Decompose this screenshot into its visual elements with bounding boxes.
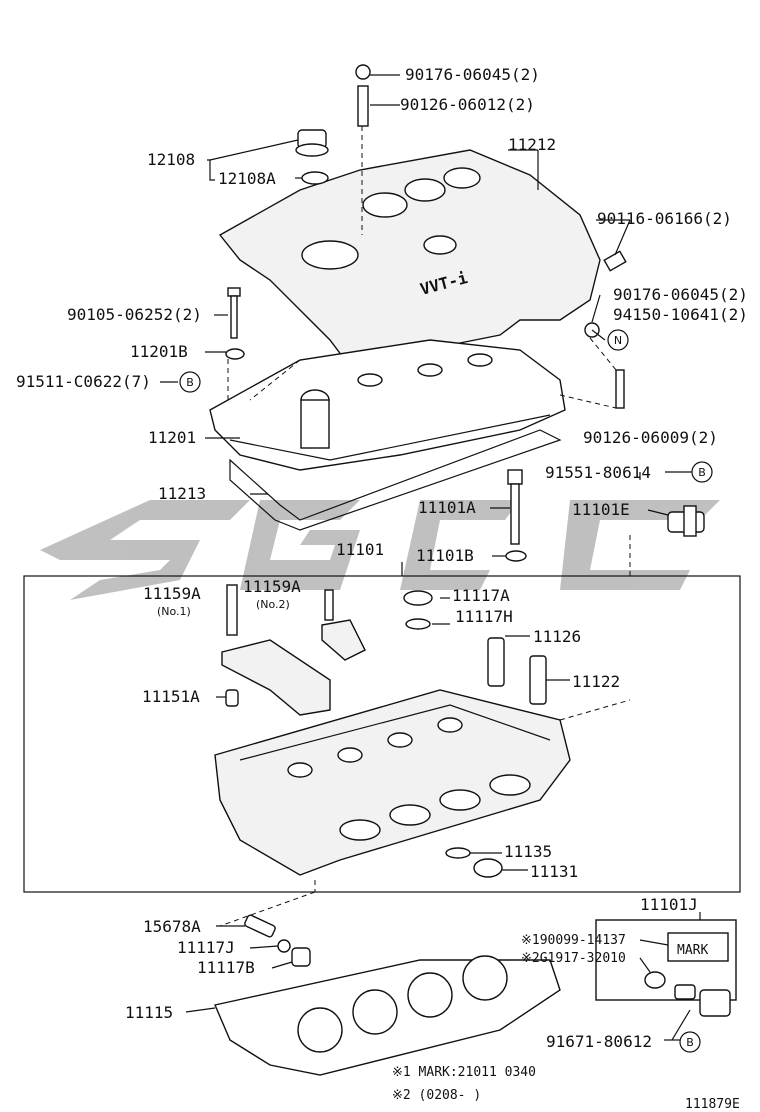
top-nut-and-stud (355, 64, 400, 127)
label-11135: 11135 (504, 842, 552, 861)
marker-B-1: B (179, 371, 201, 393)
label-91511: 91511-C0622(7) (16, 372, 151, 391)
footnote-2: ※2 (0208- ) (392, 1088, 481, 1103)
plug-11117A (403, 590, 433, 630)
label-90176-top: 90176-06045(2) (405, 65, 540, 84)
head-cover-gasket (229, 429, 562, 531)
label-11101: 11101 (336, 540, 384, 559)
right-stud-and-nut (584, 250, 627, 409)
label-90105: 90105-06252(2) (67, 305, 202, 324)
marker-N: N (607, 329, 629, 351)
label-90126-top: 90126-06012(2) (400, 95, 535, 114)
sensor-11101J (595, 919, 737, 1017)
label-11212: 11212 (508, 135, 556, 154)
label-no2: (No.2) (256, 598, 290, 611)
label-11101E: 11101E (572, 500, 630, 519)
label-11151A: 11151A (142, 687, 200, 706)
dashed-guide-lines (219, 126, 631, 927)
sensor-11101E (667, 505, 705, 537)
cylinder-head-sub-assembly-box (23, 575, 741, 893)
label-90176-right: 90176-06045(2) (613, 285, 748, 304)
oil-filler-cap (295, 129, 329, 185)
svg-text:N: N (614, 334, 622, 347)
label-11159A-no1: 11159A (143, 584, 201, 603)
label-11101B: 11101B (416, 546, 474, 565)
cylinder-head-cover-11212: VVT-i (218, 149, 601, 366)
cylinder-head-11101 (214, 689, 571, 876)
label-note1-part: ※190099-14137 (521, 933, 626, 948)
seal-11135 (445, 847, 471, 859)
watermark-logo (40, 500, 720, 600)
diagram-id: 111879E (685, 1097, 740, 1112)
leader-lines (160, 139, 701, 1041)
label-11101J: 11101J (640, 895, 698, 914)
label-90116: 90116-06166(2) (597, 209, 732, 228)
label-11117B: 11117B (197, 958, 255, 977)
label-11115: 11115 (125, 1003, 173, 1022)
cylinder-head-cover-11201 (209, 339, 566, 471)
label-note2-part: ※2G1917-32010 (521, 951, 626, 966)
label-11117A: 11117A (452, 586, 510, 605)
label-11117J: 11117J (177, 938, 235, 957)
cover-bolt-90105 (225, 287, 245, 360)
svg-text:B: B (686, 1036, 694, 1049)
bolt-15678A (244, 914, 311, 967)
label-15678A: 15678A (143, 917, 201, 936)
label-11213: 11213 (158, 484, 206, 503)
camshaft-bearing-caps (221, 584, 366, 716)
label-11126: 11126 (533, 627, 581, 646)
label-94150: 94150-10641(2) (613, 305, 748, 324)
svg-text:B: B (698, 466, 706, 479)
mark-box-label: MARK (677, 943, 708, 958)
label-12108: 12108 (147, 150, 195, 169)
label-11201: 11201 (148, 428, 196, 447)
head-gasket-11115 (214, 955, 561, 1076)
label-91551: 91551-80614 (545, 463, 651, 482)
pin-11151A (225, 689, 239, 707)
label-11201B: 11201B (130, 342, 188, 361)
label-11117H: 11117H (455, 607, 513, 626)
marker-B-3: B (679, 1031, 701, 1053)
svg-text:B: B (186, 376, 194, 389)
head-bolt-11101A (505, 469, 527, 562)
label-12108A: 12108A (218, 169, 276, 188)
label-no1: (No.1) (157, 605, 191, 618)
label-90126-right: 90126-06009(2) (583, 428, 718, 447)
label-11159A-no2: 11159A (243, 577, 301, 596)
label-11131: 11131 (530, 862, 578, 881)
marker-B-2: B (691, 461, 713, 483)
label-11122: 11122 (572, 672, 620, 691)
valve-guides (487, 637, 547, 705)
label-91671: 91671-80612 (546, 1032, 652, 1051)
footnote-1: ※1 MARK:21011 0340 (392, 1065, 536, 1080)
label-11101A: 11101A (418, 498, 476, 517)
seal-11131 (473, 858, 503, 878)
